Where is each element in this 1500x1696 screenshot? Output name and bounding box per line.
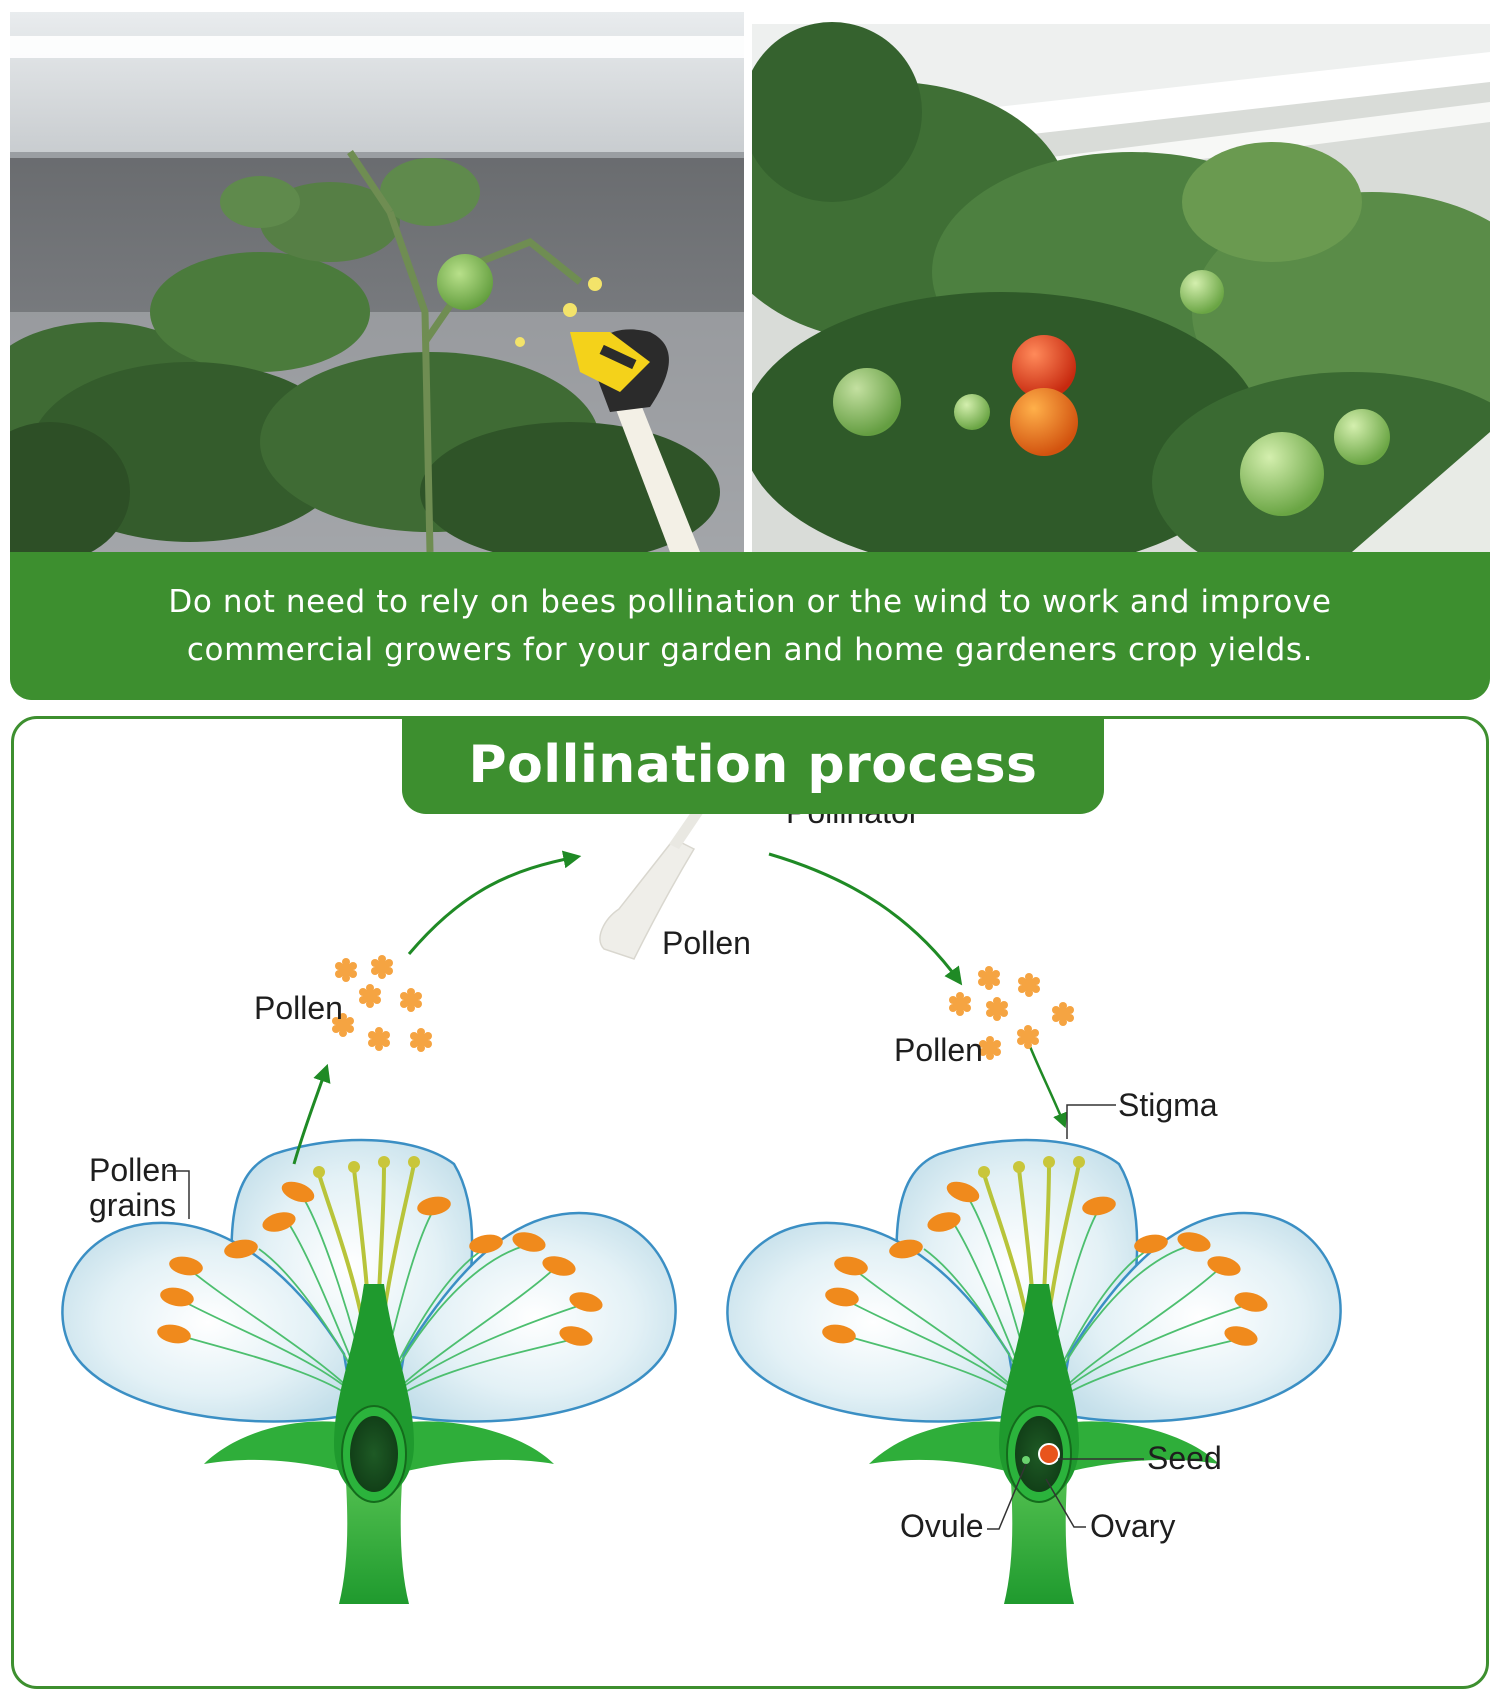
label-pollen-grains-line1: Pollen xyxy=(89,1152,178,1188)
photo-tomato-plant-with-pollinator xyxy=(10,12,744,552)
label-ovule: Ovule xyxy=(900,1508,984,1544)
photo-panel: Do not need to rely on bees pollination … xyxy=(10,12,1490,700)
flower-after xyxy=(725,1138,1343,1606)
photo-tomato-fruits xyxy=(752,12,1490,552)
pollination-diagram: Pollinator Pollen Pollen Pollen Pollen g… xyxy=(60,749,1343,1606)
photo-divider xyxy=(744,12,752,552)
banner-line-1: Do not need to rely on bees pollination … xyxy=(168,584,1332,620)
promo-banner: Do not need to rely on bees pollination … xyxy=(10,552,1490,700)
arrow-to-flower xyxy=(768,852,963,986)
label-pollen-grains-line2: grains xyxy=(89,1187,176,1223)
leader-ovule xyxy=(987,1463,1027,1530)
arrow-pollen-release xyxy=(292,1063,331,1165)
label-pollen-left: Pollen xyxy=(254,990,343,1026)
diagram-title-tab: Pollination process xyxy=(402,719,1104,814)
label-seed: Seed xyxy=(1147,1440,1222,1476)
seed-dot xyxy=(1038,1443,1060,1465)
arrow-to-stigma xyxy=(1027,1043,1068,1129)
banner-line-2: commercial growers for your garden and h… xyxy=(186,632,1314,668)
label-pollen-right: Pollen xyxy=(894,1032,983,1068)
diagram-title: Pollination process xyxy=(468,735,1038,795)
label-stigma: Stigma xyxy=(1118,1087,1218,1123)
leader-pollen-grains xyxy=(167,1170,190,1219)
leader-ovary xyxy=(1045,1478,1086,1528)
pollination-diagram-panel: Pollinator Pollen Pollen Pollen Pollen g… xyxy=(11,716,1489,1689)
label-pollen-top: Pollen xyxy=(662,925,751,961)
label-ovary: Ovary xyxy=(1090,1508,1175,1544)
leader-stigma xyxy=(1066,1104,1116,1139)
arrow-to-pollinator xyxy=(407,850,582,955)
ovule-dot xyxy=(1022,1456,1030,1464)
pollen-cluster-left xyxy=(332,955,432,1052)
